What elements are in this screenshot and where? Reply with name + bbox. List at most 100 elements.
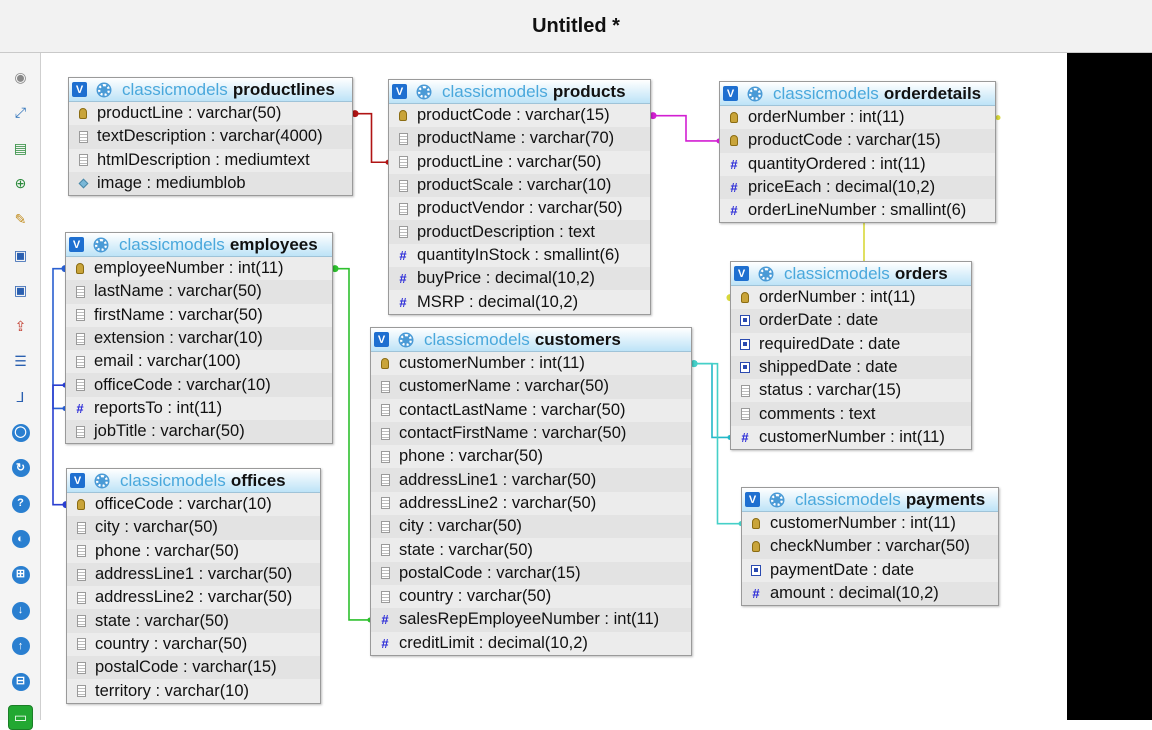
toolbar-button-new-table[interactable]: ▤ bbox=[8, 135, 33, 160]
toggle-columns-button[interactable]: V bbox=[374, 332, 389, 347]
table-column-row[interactable]: addressLine1 : varchar(50) bbox=[371, 468, 691, 491]
table-column-row[interactable]: postalCode : varchar(15) bbox=[371, 562, 691, 585]
table-column-row[interactable]: productDescription : text bbox=[389, 220, 650, 243]
toolbar-button-move-down[interactable]: ↓ bbox=[8, 598, 33, 623]
table-column-row[interactable]: productLine : varchar(50) bbox=[69, 102, 352, 126]
table-column-row[interactable]: requiredDate : date bbox=[731, 332, 971, 356]
table-column-row[interactable]: productScale : varchar(10) bbox=[389, 174, 650, 197]
toolbar-button-help[interactable]: ? bbox=[8, 491, 33, 516]
toolbar-button-export[interactable]: ⇪ bbox=[8, 313, 33, 338]
table-column-row[interactable]: productCode : varchar(15) bbox=[720, 129, 995, 152]
table-column-row[interactable]: extension : varchar(10) bbox=[66, 327, 332, 350]
table-column-row[interactable]: state : varchar(50) bbox=[67, 609, 320, 632]
table-column-row[interactable]: #customerNumber : int(11) bbox=[731, 425, 971, 450]
table-column-row[interactable]: customerNumber : int(11) bbox=[371, 352, 691, 376]
table-column-row[interactable]: postalCode : varchar(15) bbox=[67, 656, 320, 679]
toolbar-button-edit[interactable]: ✎ bbox=[8, 206, 33, 231]
table-column-row[interactable]: officeCode : varchar(10) bbox=[66, 373, 332, 396]
table-column-row[interactable]: htmlDescription : mediumtext bbox=[69, 148, 352, 172]
table-column-row[interactable]: addressLine1 : varchar(50) bbox=[67, 563, 320, 586]
table-column-row[interactable]: city : varchar(50) bbox=[371, 515, 691, 538]
table-column-row[interactable]: #salesRepEmployeeNumber : int(11) bbox=[371, 608, 691, 631]
toolbar-button-relation-line[interactable]: ⅃ bbox=[8, 384, 33, 409]
table-column-row[interactable]: orderNumber : int(11) bbox=[720, 106, 995, 130]
toolbar-button-toggle[interactable]: ◐ bbox=[8, 527, 33, 552]
table-column-row[interactable]: #amount : decimal(10,2) bbox=[742, 582, 998, 605]
table-column-row[interactable]: shippedDate : date bbox=[731, 356, 971, 379]
table-column-row[interactable]: phone : varchar(50) bbox=[371, 445, 691, 469]
table-column-row[interactable]: phone : varchar(50) bbox=[67, 539, 320, 563]
table-column-row[interactable]: lastName : varchar(50) bbox=[66, 280, 332, 303]
table-column-row[interactable]: #creditLimit : decimal(10,2) bbox=[371, 631, 691, 655]
table-column-row[interactable]: officeCode : varchar(10) bbox=[67, 493, 320, 517]
toolbar-button-pdf[interactable]: ⊟ bbox=[8, 669, 33, 694]
toolbar-button-grid-snap[interactable]: ⊞ bbox=[8, 562, 33, 587]
gear-icon[interactable] bbox=[769, 492, 785, 507]
toolbar-button-refresh[interactable]: ↻ bbox=[8, 456, 33, 481]
gear-icon[interactable] bbox=[758, 266, 774, 281]
table-column-row[interactable]: image : mediumblob bbox=[69, 172, 352, 195]
table-column-row[interactable]: #reportsTo : int(11) bbox=[66, 396, 332, 421]
toggle-columns-button[interactable]: V bbox=[745, 492, 760, 507]
toggle-columns-button[interactable]: V bbox=[72, 82, 87, 97]
table-column-row[interactable]: addressLine2 : varchar(50) bbox=[371, 491, 691, 516]
table-column-row[interactable]: paymentDate : date bbox=[742, 558, 998, 582]
table-column-row[interactable]: contactFirstName : varchar(50) bbox=[371, 422, 691, 445]
table-column-row[interactable]: #quantityOrdered : int(11) bbox=[720, 152, 995, 176]
table-column-row[interactable]: textDescription : varchar(4000) bbox=[69, 125, 352, 148]
table-column-row[interactable]: #buyPrice : decimal(10,2) bbox=[389, 267, 650, 290]
table-column-row[interactable]: addressLine2 : varchar(50) bbox=[67, 586, 320, 610]
toolbar-button-table-list[interactable]: ☰ bbox=[8, 349, 33, 374]
gear-icon[interactable] bbox=[93, 237, 109, 252]
table-column-row[interactable]: email : varchar(100) bbox=[66, 350, 332, 374]
toolbar-button-fit-to-window[interactable]: ⤢ bbox=[8, 100, 33, 125]
table-column-row[interactable]: country : varchar(50) bbox=[67, 632, 320, 657]
gear-icon[interactable] bbox=[96, 82, 112, 97]
table-column-row[interactable]: state : varchar(50) bbox=[371, 538, 691, 562]
table-column-row[interactable]: country : varchar(50) bbox=[371, 584, 691, 609]
toggle-columns-button[interactable]: V bbox=[70, 473, 85, 488]
gear-icon[interactable] bbox=[94, 473, 110, 488]
table-column-row[interactable]: employeeNumber : int(11) bbox=[66, 257, 332, 281]
table-column-row[interactable]: city : varchar(50) bbox=[67, 516, 320, 539]
table-column-row[interactable]: #quantityInStock : smallint(6) bbox=[389, 243, 650, 268]
table-column-row[interactable]: jobTitle : varchar(50) bbox=[66, 420, 332, 443]
toolbar-button-check-circle[interactable]: ◉ bbox=[8, 64, 33, 89]
table-column-row[interactable]: contactLastName : varchar(50) bbox=[371, 398, 691, 422]
table-column-row[interactable]: firstName : varchar(50) bbox=[66, 303, 332, 327]
gear-icon[interactable] bbox=[416, 84, 432, 99]
toolbar-button-save[interactable]: ▣ bbox=[8, 242, 33, 267]
table-column-row[interactable]: #orderLineNumber : smallint(6) bbox=[720, 199, 995, 223]
table-column-row[interactable]: orderNumber : int(11) bbox=[731, 286, 971, 310]
table-column-row[interactable]: productCode : varchar(15) bbox=[389, 104, 650, 128]
table-column-row[interactable]: customerNumber : int(11) bbox=[742, 512, 998, 536]
toolbar-button-angular-links[interactable]: ◯ bbox=[8, 420, 33, 445]
table-column-row[interactable]: comments : text bbox=[731, 402, 971, 425]
toolbar-button-page[interactable]: ▭ bbox=[8, 704, 33, 730]
toolbar-button-save-as[interactable]: ▣ bbox=[8, 278, 33, 303]
toggle-columns-button[interactable]: V bbox=[392, 84, 407, 99]
toggle-columns-button[interactable]: V bbox=[734, 266, 749, 281]
table-column-row[interactable]: status : varchar(15) bbox=[731, 379, 971, 403]
gear-icon[interactable] bbox=[747, 86, 763, 101]
gear-icon[interactable] bbox=[398, 332, 414, 347]
table-column-row[interactable]: orderDate : date bbox=[731, 309, 971, 332]
table-column-row[interactable]: productVendor : varchar(50) bbox=[389, 197, 650, 221]
table-column-row[interactable]: checkNumber : varchar(50) bbox=[742, 535, 998, 558]
table-column-row[interactable]: customerName : varchar(50) bbox=[371, 375, 691, 398]
